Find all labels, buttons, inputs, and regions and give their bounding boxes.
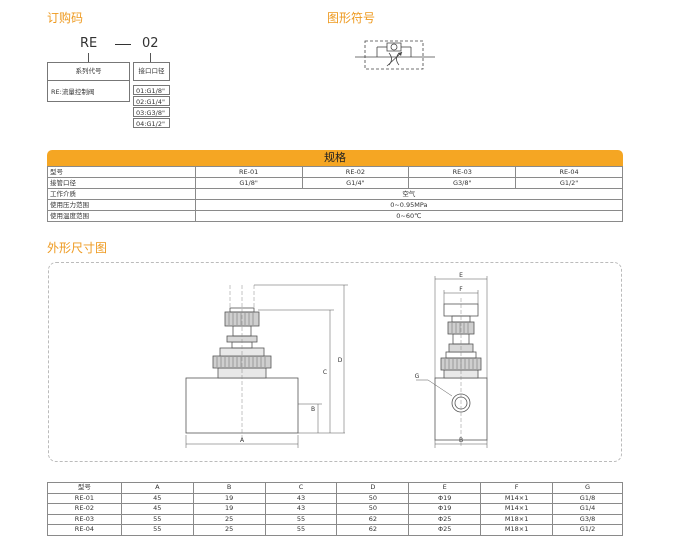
table-cell: RE-04 — [47, 524, 122, 536]
code-dash — [115, 44, 131, 45]
dimensions-table: 型号 A B C D E F G RE-01 45 19 43 50 Φ19 M… — [47, 482, 623, 536]
table-row: RE-02 45 19 43 50 Φ19 M14×1 G1/4 — [47, 503, 623, 515]
spec-row: 型号 RE-01 RE-02 RE-03 RE-04 — [47, 166, 623, 178]
table-cell: 55 — [264, 524, 338, 536]
spec-cell: RE-01 — [194, 166, 303, 178]
table-cell: 25 — [192, 524, 266, 536]
front-view-drawing: A B C D — [185, 284, 348, 448]
code-prefix: RE — [80, 36, 98, 51]
spec-cell: G3/8" — [408, 177, 517, 189]
table-cell: RE-02 — [47, 503, 122, 515]
symbol-title: 图形符号 — [327, 11, 376, 25]
spec-row: 工作介质 空气 — [47, 188, 624, 200]
series-label-box: 系列代号 — [47, 62, 130, 81]
port-option-3: 03:G3/8" — [133, 107, 170, 117]
table-cell: RE-03 — [47, 513, 122, 525]
port-option-4: 04:G1/2" — [133, 118, 170, 128]
column-header: A — [120, 482, 194, 494]
table-row: RE-04 55 25 55 62 Φ25 M18×1 G1/2 — [47, 524, 623, 536]
drawing-frame — [48, 262, 622, 462]
table-cell: Φ19 — [408, 503, 482, 515]
table-cell: M18×1 — [480, 524, 554, 536]
column-header: 型号 — [47, 482, 122, 494]
column-header: G — [552, 482, 623, 494]
table-row: RE-01 45 19 43 50 Φ19 M14×1 G1/8 — [47, 492, 623, 504]
table-cell: 62 — [336, 513, 410, 525]
dim-label-a: A — [240, 437, 245, 444]
table-cell: M14×1 — [480, 492, 554, 504]
dim-label-b: B — [311, 406, 315, 413]
table-cell: 25 — [192, 513, 266, 525]
column-header: D — [336, 482, 410, 494]
table-cell: M14×1 — [480, 503, 554, 515]
spec-label: 使用压力范围 — [47, 199, 196, 211]
spec-table: 型号 RE-01 RE-02 RE-03 RE-04 接管口径 G1/8" G1… — [47, 166, 624, 222]
table-cell: 43 — [264, 492, 338, 504]
table-cell: 55 — [120, 513, 194, 525]
column-header: E — [408, 482, 482, 494]
table-cell: 19 — [192, 503, 266, 515]
flow-control-valve-symbol — [355, 40, 435, 70]
spec-row: 使用温度范围 0~60℃ — [47, 210, 624, 222]
table-cell: G1/2 — [552, 524, 623, 536]
table-cell: M18×1 — [480, 513, 554, 525]
column-header: B — [192, 482, 266, 494]
port-option-2: 02:G1/4" — [133, 96, 170, 106]
spec-label: 使用温度范围 — [47, 210, 196, 222]
dim-label-c: C — [323, 369, 327, 376]
spec-cell: G1/8" — [194, 177, 303, 189]
side-view-drawing: E F G B — [415, 272, 488, 448]
table-cell: Φ25 — [408, 513, 482, 525]
spec-merged-cell: 空气 — [194, 188, 624, 200]
table-cell: 62 — [336, 524, 410, 536]
table-cell: 45 — [120, 492, 194, 504]
table-cell: RE-01 — [47, 492, 122, 504]
port-option-1: 01:G1/8" — [133, 85, 170, 95]
spec-row: 使用压力范围 0~0.95MPa — [47, 199, 624, 211]
spec-cell: RE-02 — [301, 166, 410, 178]
spec-label: 型号 — [47, 166, 196, 178]
dim-label-b-side: B — [459, 437, 463, 444]
spec-label: 接管口径 — [47, 177, 196, 189]
port-connector — [150, 53, 151, 62]
spec-merged-cell: 0~0.95MPa — [194, 199, 624, 211]
spec-cell: RE-03 — [408, 166, 517, 178]
dim-label-g: G — [415, 373, 420, 380]
table-cell: 19 — [192, 492, 266, 504]
column-header: C — [264, 482, 338, 494]
series-value-box: RE:流量控制阀 — [47, 80, 130, 102]
ordering-title: 订购码 — [47, 11, 84, 25]
spec-cell: RE-04 — [515, 166, 623, 178]
table-cell: G3/8 — [552, 513, 623, 525]
table-cell: 55 — [120, 524, 194, 536]
table-cell: 43 — [264, 503, 338, 515]
code-suffix: 02 — [142, 36, 159, 51]
spec-title: 规格 — [47, 150, 623, 166]
table-cell: G1/8 — [552, 492, 623, 504]
table-cell: G1/4 — [552, 503, 623, 515]
dim-label-d: D — [338, 357, 343, 364]
series-connector — [88, 53, 89, 62]
table-cell: 50 — [336, 492, 410, 504]
table-cell: Φ19 — [408, 492, 482, 504]
spec-label: 工作介质 — [47, 188, 196, 200]
table-cell: Φ25 — [408, 524, 482, 536]
spec-merged-cell: 0~60℃ — [194, 210, 624, 222]
table-row: RE-03 55 25 55 62 Φ25 M18×1 G3/8 — [47, 513, 623, 525]
table-cell: 45 — [120, 503, 194, 515]
port-label-box: 接口口径 — [133, 62, 170, 81]
spec-cell: G1/4" — [301, 177, 410, 189]
column-header: F — [480, 482, 554, 494]
dim-label-e: E — [459, 272, 463, 279]
table-cell: 50 — [336, 503, 410, 515]
spec-row: 接管口径 G1/8" G1/4" G3/8" G1/2" — [47, 177, 623, 189]
dimensions-header-row: 型号 A B C D E F G — [47, 482, 623, 494]
dimensions-title: 外形尺寸图 — [47, 241, 108, 255]
dim-label-f: F — [459, 286, 463, 293]
spec-cell: G1/2" — [515, 177, 623, 189]
table-cell: 55 — [264, 513, 338, 525]
